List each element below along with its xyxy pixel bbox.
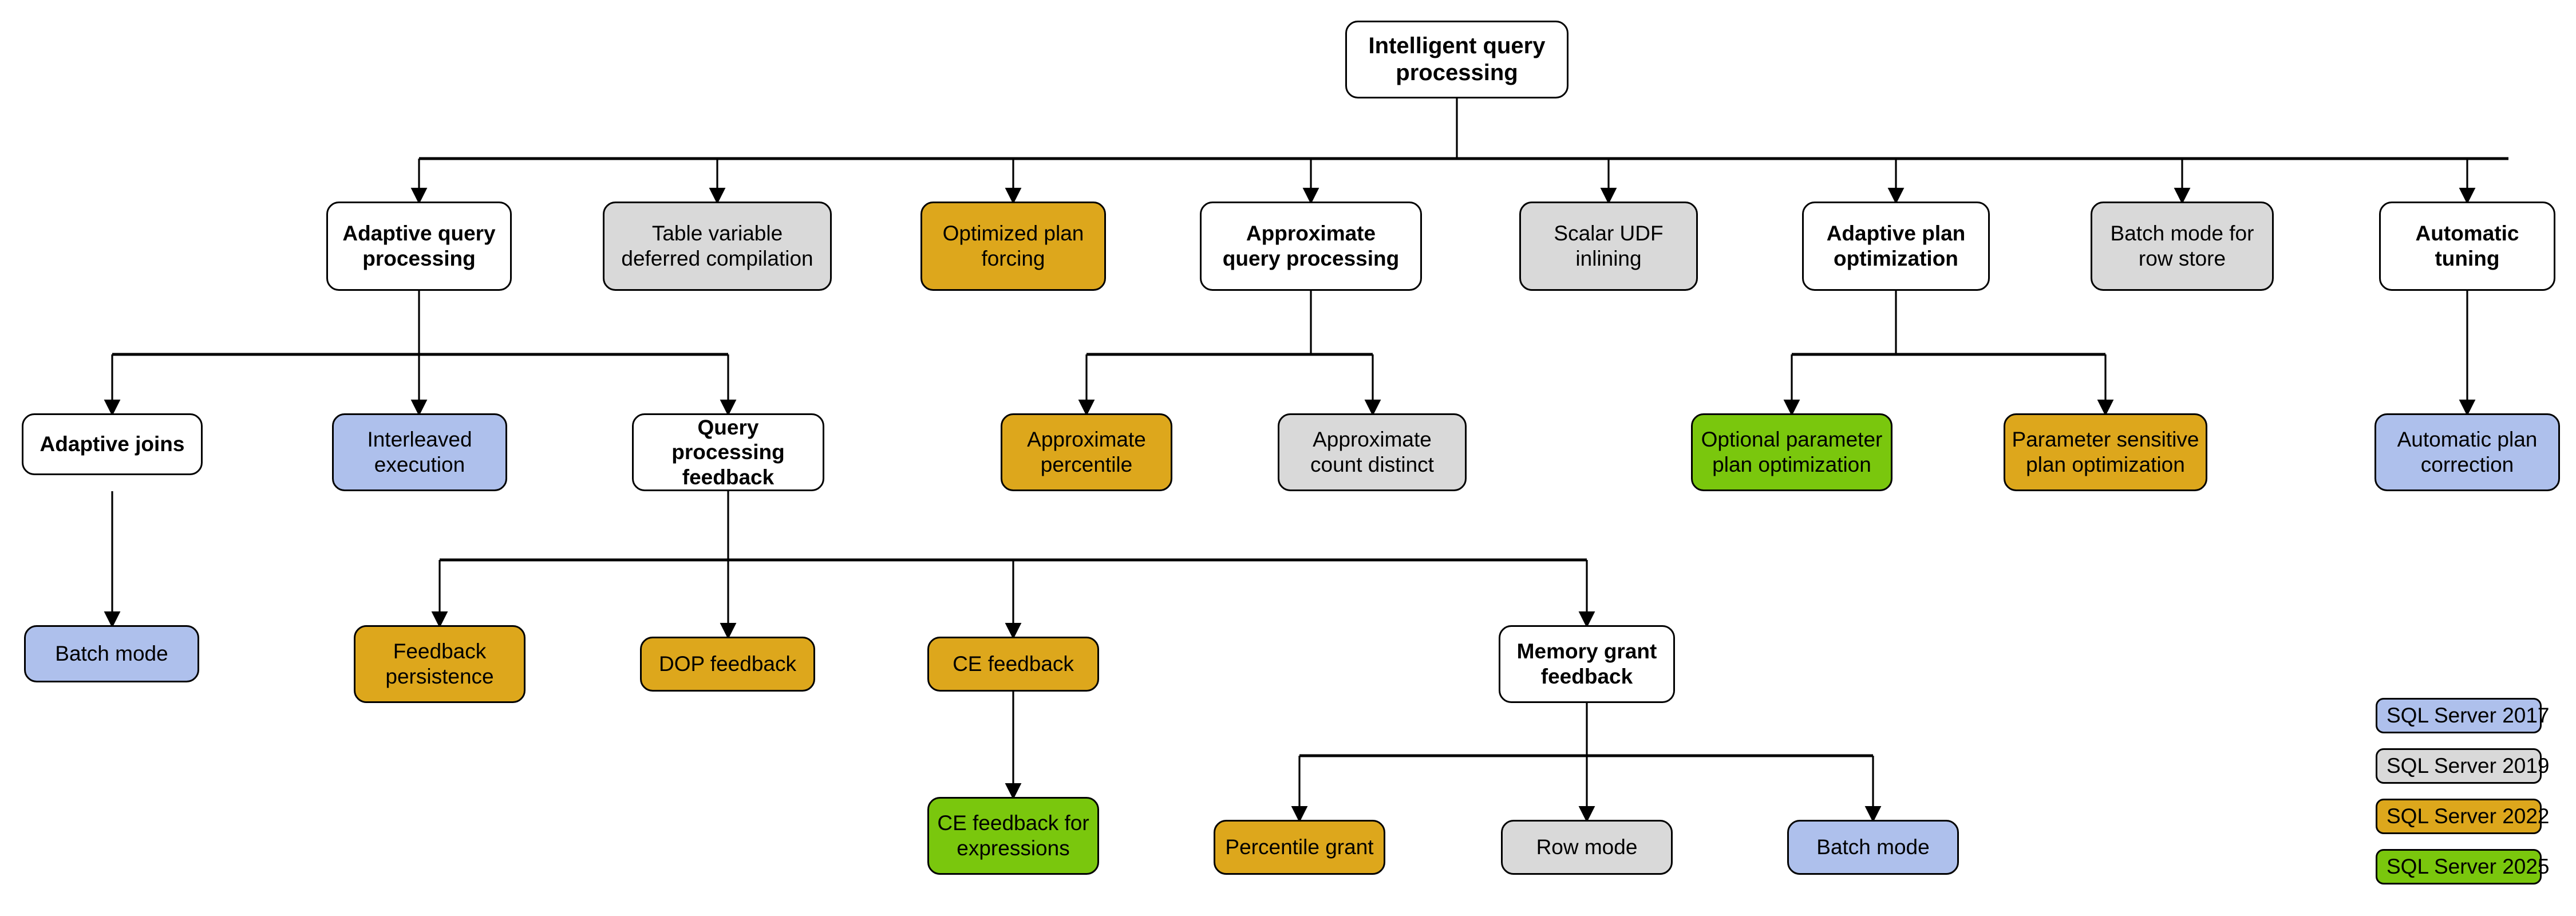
node-percentile-grant[interactable]: Percentile grant — [1214, 820, 1385, 875]
node-adaptive-joins[interactable]: Adaptive joins — [22, 413, 203, 475]
node-approximate-query-processing[interactable]: Approximate query processing — [1200, 202, 1422, 291]
node-adaptive-query-processing[interactable]: Adaptive query processing — [326, 202, 512, 291]
node-parameter-sensitive-plan-optimization[interactable]: Parameter sensitive plan optimization — [2004, 413, 2207, 491]
node-label: CE feedback for expressions — [937, 811, 1089, 860]
node-table-variable-deferred-compilation[interactable]: Table variable deferred compilation — [603, 202, 832, 291]
node-label: Intelligent query processing — [1368, 33, 1546, 85]
node-label: Percentile grant — [1225, 835, 1374, 859]
node-label: DOP feedback — [659, 652, 796, 676]
legend-item-sql-server-2022[interactable]: SQL Server 2022 — [2376, 799, 2550, 834]
node-label: CE feedback — [953, 652, 1074, 676]
node-label: Batch mode for row store — [2110, 222, 2254, 270]
node-label: Approximate query processing — [1222, 222, 1400, 270]
node-memory-grant-feedback[interactable]: Memory grant feedback — [1499, 625, 1675, 703]
node-label: Parameter sensitive plan optimization — [2012, 428, 2199, 476]
node-approximate-count-distinct[interactable]: Approximate count distinct — [1278, 413, 1467, 491]
node-intelligent-query-processing[interactable]: Intelligent query processing — [1345, 21, 1568, 98]
node-ce-feedback[interactable]: CE feedback — [927, 637, 1099, 692]
node-label: Approximate count distinct — [1310, 428, 1434, 476]
legend-item-sql-server-2025[interactable]: SQL Server 2025 — [2376, 849, 2550, 885]
node-label: Adaptive query processing — [342, 222, 496, 270]
node-label: Batch mode — [55, 642, 168, 666]
legend-label: SQL Server 2017 — [2387, 704, 2550, 727]
node-ce-feedback-for-expressions[interactable]: CE feedback for expressions — [927, 797, 1099, 875]
node-label: Interleaved execution — [367, 428, 472, 476]
node-feedback-persistence[interactable]: Feedback persistence — [354, 625, 526, 703]
node-automatic-tuning[interactable]: Automatic tuning — [2379, 202, 2555, 291]
legend-label: SQL Server 2019 — [2387, 754, 2550, 777]
node-dop-feedback[interactable]: DOP feedback — [640, 637, 815, 692]
node-label: Approximate percentile — [1027, 428, 1146, 476]
node-label: Scalar UDF inlining — [1554, 222, 1664, 270]
node-label: Table variable deferred compilation — [621, 222, 813, 270]
node-label: Query processing feedback — [671, 415, 785, 489]
legend-item-sql-server-2017[interactable]: SQL Server 2017 — [2376, 698, 2550, 733]
node-label: Adaptive plan optimization — [1826, 222, 1966, 270]
legend-item-sql-server-2019[interactable]: SQL Server 2019 — [2376, 748, 2550, 784]
node-label: Batch mode — [1816, 835, 1930, 859]
node-label: Feedback persistence — [385, 639, 494, 688]
node-row-mode[interactable]: Row mode — [1501, 820, 1673, 875]
legend-label: SQL Server 2025 — [2387, 855, 2550, 878]
node-query-processing-feedback[interactable]: Query processing feedback — [632, 413, 824, 491]
node-label: Adaptive joins — [39, 432, 185, 456]
node-optional-parameter-plan-optimization[interactable]: Optional parameter plan optimization — [1691, 413, 1893, 491]
node-label: Automatic tuning — [2415, 222, 2519, 270]
node-scalar-udf-inlining[interactable]: Scalar UDF inlining — [1519, 202, 1698, 291]
node-label: Automatic plan correction — [2397, 428, 2538, 476]
node-label: Optional parameter plan optimization — [1701, 428, 1883, 476]
node-batch-mode-memory-grant[interactable]: Batch mode — [1787, 820, 1959, 875]
node-batch-mode-adaptive-joins[interactable]: Batch mode — [24, 625, 199, 682]
node-interleaved-execution[interactable]: Interleaved execution — [332, 413, 507, 491]
node-label: Row mode — [1536, 835, 1638, 859]
node-label: Memory grant feedback — [1516, 639, 1657, 688]
node-automatic-plan-correction[interactable]: Automatic plan correction — [2374, 413, 2560, 491]
node-approximate-percentile[interactable]: Approximate percentile — [1001, 413, 1172, 491]
node-label: Optimized plan forcing — [942, 222, 1084, 270]
node-batch-mode-for-row-store[interactable]: Batch mode for row store — [2091, 202, 2274, 291]
legend-label: SQL Server 2022 — [2387, 804, 2550, 828]
node-adaptive-plan-optimization[interactable]: Adaptive plan optimization — [1802, 202, 1990, 291]
node-optimized-plan-forcing[interactable]: Optimized plan forcing — [920, 202, 1106, 291]
